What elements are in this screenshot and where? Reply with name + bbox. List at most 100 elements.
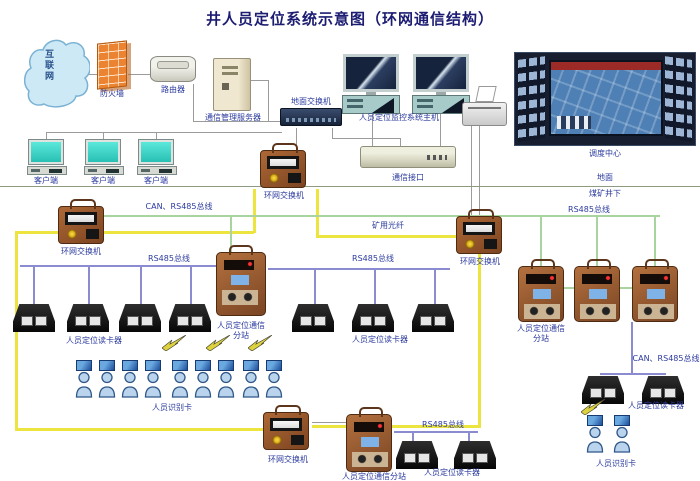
connector-line [332,128,333,138]
fiber-ring-line [478,254,481,426]
connector-line [332,138,400,139]
can-bus-line [654,215,656,266]
host-label: 人员定位监控系统主机 [359,113,439,122]
connector-line [312,422,346,423]
rs485-bus-label: RS485总线 [148,254,190,263]
fiber-label: 矿用光纤 [372,221,404,230]
pc-screen [141,142,171,162]
connector-line [88,74,100,75]
connector-line [471,126,472,218]
router-label: 路由器 [161,85,185,94]
person-icon [97,360,117,402]
connector-line [400,138,401,148]
rs485-bus-label: RS485总线 [422,420,464,429]
underground-side-label: 煤矿井下 [589,189,621,198]
firewall-label: 防火墙 [100,89,124,98]
can-bus-label: CAN、RS485总线 [632,354,700,363]
fiber-ring-line [104,231,254,234]
client-label: 客户端 [91,176,115,185]
substation-icon [632,259,678,322]
connector-line [296,128,297,150]
pc-monitor [138,139,174,165]
pc-base [137,166,177,175]
ws-monitor [413,54,469,92]
comm-server-label: 通信管理服务器 [205,113,261,122]
person-icon [585,415,605,457]
client-pc-icon [27,139,67,175]
can-bus-line [230,215,232,252]
substation-icon [574,259,620,322]
cloud-shape [23,39,91,108]
comm-interface-icon [360,146,456,168]
id-card-icon [587,415,603,426]
pc-monitor [85,139,121,165]
id-card-icon [145,360,161,371]
firewall-icon [97,40,127,90]
rs485-bus-label: RS485总线 [352,254,394,263]
person-icon [170,360,190,402]
substation-icon [346,407,392,472]
id-card-icon [195,360,211,371]
rs485-bus-label: RS485总线 [568,205,610,214]
card-reader-label: 人员定位读卡器 [424,468,480,477]
dispatch-center-photo [514,52,696,146]
ground-switch-icon [280,108,342,126]
surface-underground-divider [0,186,700,187]
diagram-title: 井人员定位系统示意图（环网通信结构） [205,10,494,28]
id-card-icon [76,360,92,371]
internet-label: 互联网 [43,49,53,82]
printer-paper [475,86,497,102]
id-card-icon [243,360,259,371]
ring-switch-icon [456,209,502,254]
card-reader-label: 人员定位读卡器 [66,336,122,345]
can-bus-label: CAN、RS485总线 [145,202,213,211]
ws-tower [342,95,400,114]
substation-label-line2: 分站 [233,330,249,340]
fiber-ring-line [253,189,256,233]
substation-icon [518,259,564,322]
card-reader-label: 人员定位读卡器 [628,401,684,410]
person-icon [216,360,236,402]
card-reader-icon [13,304,55,332]
rs485-bus-line [314,268,316,304]
person-icon [264,360,284,402]
rs485-bus-line [600,373,666,375]
pc-base [27,166,67,175]
card-reader-icon [412,304,454,332]
connector-line [193,84,194,122]
ring-switch-icon [260,143,306,188]
card-reader-label: 人员定位读卡器 [352,335,408,344]
connector-line [372,112,373,146]
connector-line [103,132,104,140]
ground-switch-label: 地面交换机 [291,97,331,106]
id-card-icon [99,360,115,371]
wireless-signal-icon [247,334,273,352]
printer-icon [462,86,508,126]
ring-switch-icon [263,405,309,450]
person-icon [241,360,261,402]
connector-line [46,132,282,133]
ws-monitor [343,54,399,92]
client-pc-icon [84,139,124,175]
router-icon [150,56,196,82]
id-card-label: 人员识别卡 [152,403,192,412]
can-bus-line [564,287,574,289]
card-reader-icon [582,376,624,404]
substation-label: 人员定位通信 分站 [206,321,276,340]
rs485-bus-line [434,268,436,304]
id-card-icon [218,360,234,371]
card-reader-icon [169,304,211,332]
fiber-ring-line [316,235,456,238]
ws-stand [366,92,376,95]
rs485-bus-line [88,265,90,304]
screen-wall-right [665,56,692,142]
connector-line [479,112,480,218]
screen-wall-main [549,60,663,136]
host-workstation-icon [342,54,400,114]
substation-icon [216,245,266,316]
connector-line [193,121,282,122]
rs485-bus-line [468,431,470,441]
can-bus-line [104,215,660,217]
ring-switch-label: 环网交换机 [268,455,308,464]
